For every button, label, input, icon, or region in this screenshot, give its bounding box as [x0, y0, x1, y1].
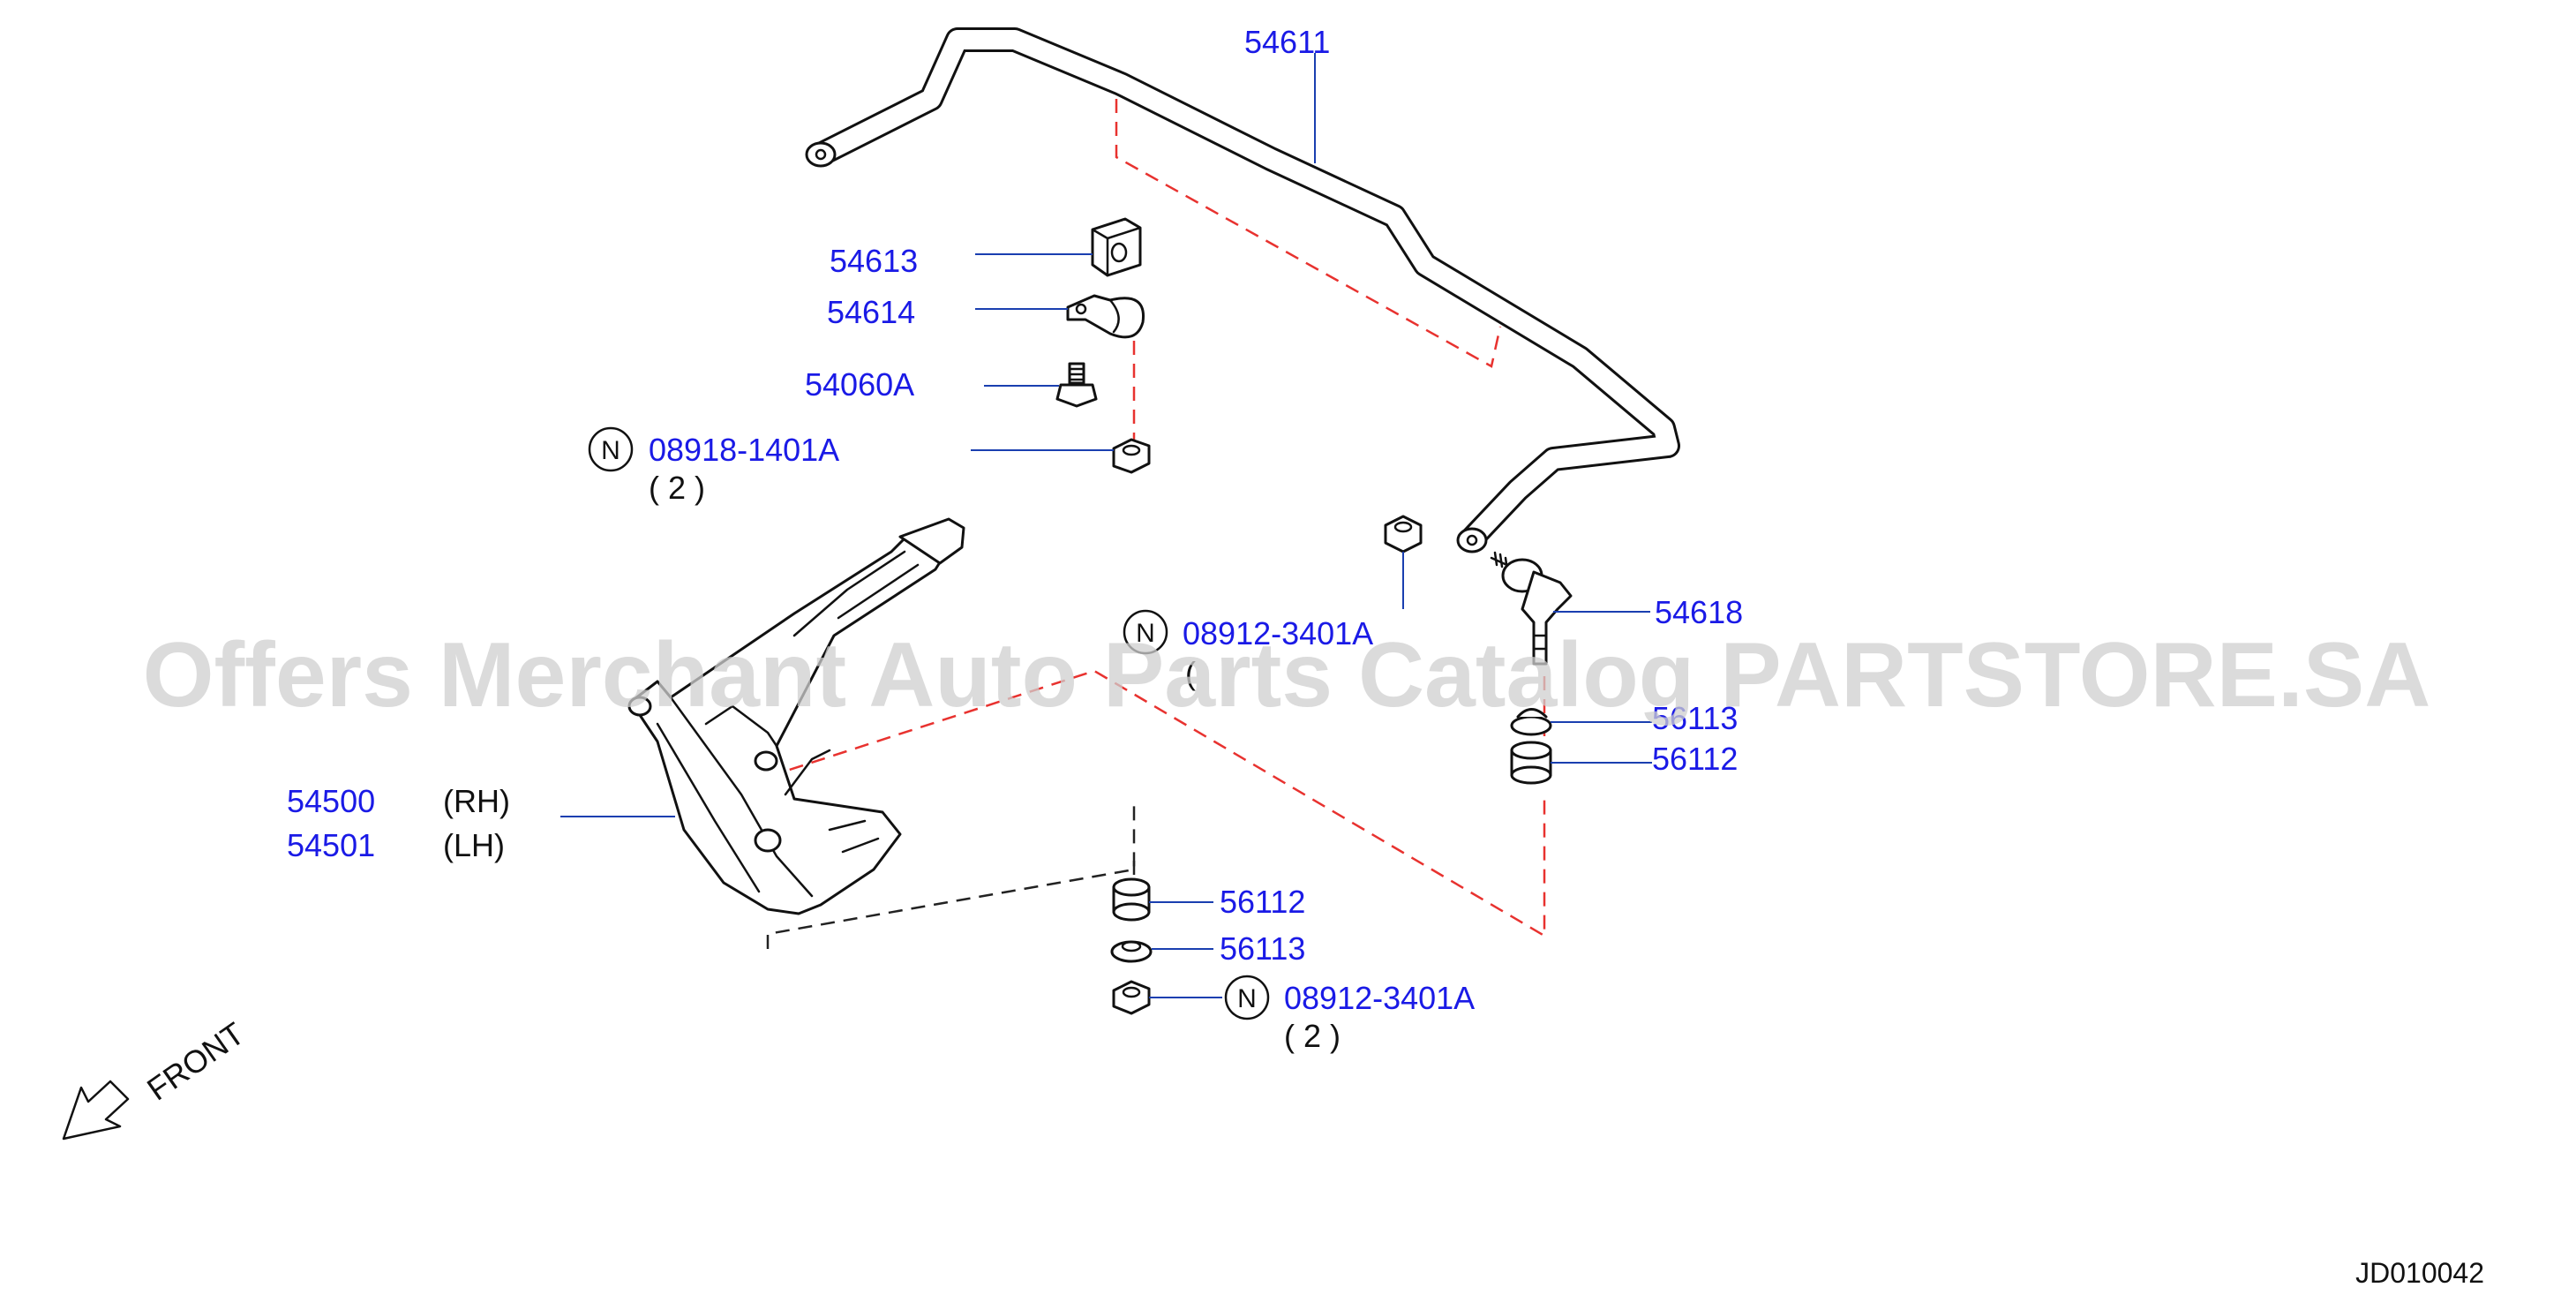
label-54613[interactable]: 54613: [830, 243, 918, 279]
n-badge-icon: [588, 426, 634, 472]
n-badge-icon: [1123, 609, 1168, 655]
n-badge-icon: [1224, 975, 1270, 1020]
label-08912-3401a-mid[interactable]: 08912-3401A: [1183, 615, 1373, 651]
label-08918-1401a[interactable]: 08918-1401A: [649, 432, 839, 468]
label-qty-bottom: ( 2 ): [1284, 1018, 1341, 1054]
washer-lower-part[interactable]: [1110, 940, 1153, 963]
n-badge-letter: N: [601, 436, 620, 465]
label-54501[interactable]: 54501: [287, 827, 375, 863]
front-label: FRONT: [140, 1015, 251, 1108]
label-56112-upper[interactable]: 56112: [1652, 741, 1738, 777]
front-direction: FRONT: [62, 1015, 251, 1141]
label-56113-lower[interactable]: 56113: [1220, 930, 1305, 967]
label-54618[interactable]: 54618: [1655, 594, 1743, 630]
diagram-ref-code: JD010042: [2355, 1257, 2484, 1289]
washer-upper-part[interactable]: [1510, 708, 1552, 736]
front-arrow-icon: [62, 1080, 130, 1141]
dashed-guides: [766, 99, 1546, 949]
label-54500[interactable]: 54500: [287, 783, 375, 819]
upper-nut-part[interactable]: [1384, 515, 1423, 553]
label-08912-3401a-bottom[interactable]: 08912-3401A: [1284, 980, 1475, 1016]
label-qty-top: ( 2 ): [649, 470, 705, 506]
n-badge-letter: N: [1136, 619, 1155, 648]
label-56113-upper[interactable]: 56113: [1652, 700, 1738, 736]
nut-top-part[interactable]: [1112, 438, 1151, 474]
bushing-part[interactable]: [1091, 217, 1142, 277]
bushing-lower-part[interactable]: [1112, 877, 1151, 922]
nut-bottom-callout[interactable]: N 08912-3401A ( 2 ): [1224, 975, 1475, 1054]
label-54614[interactable]: 54614: [827, 294, 915, 330]
label-rh: (RH): [443, 783, 510, 819]
label-56112-lower[interactable]: 56112: [1220, 884, 1305, 920]
bolt-part[interactable]: [1055, 362, 1098, 408]
watermark: Offers Merchant Auto Parts Catalog PARTS…: [143, 624, 2431, 727]
lower-arm-part[interactable]: [627, 517, 965, 915]
nut-mid-callout[interactable]: N 08912-3401A (: [1123, 609, 1373, 691]
clamp-part[interactable]: [1066, 294, 1145, 339]
connecting-rod-part[interactable]: [1490, 551, 1573, 666]
label-54611[interactable]: 54611: [1244, 24, 1330, 60]
label-qty-mid: (: [1185, 655, 1196, 691]
nut-top-callout[interactable]: N 08918-1401A ( 2 ): [588, 426, 839, 506]
nut-bottom-part[interactable]: [1112, 980, 1151, 1015]
n-badge-letter: N: [1237, 984, 1257, 1013]
leader-lines: [560, 53, 1652, 998]
stabilizer-bar-part[interactable]: [805, 27, 1680, 553]
bushing-upper-part[interactable]: [1510, 741, 1552, 785]
label-lh: (LH): [443, 827, 505, 863]
label-54060a[interactable]: 54060A: [805, 366, 914, 403]
